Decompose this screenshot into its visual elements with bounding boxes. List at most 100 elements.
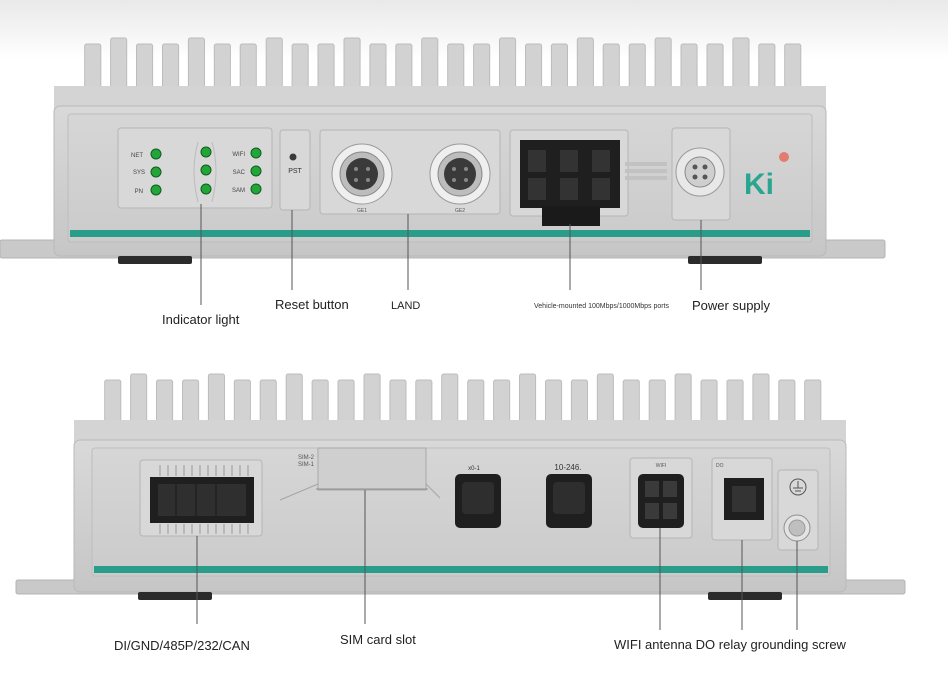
bottom-fin	[596, 373, 614, 427]
lan-port-ge2[interactable]	[429, 143, 491, 205]
indicator-panel	[117, 127, 273, 209]
led-wifi	[250, 147, 262, 159]
top-fin	[239, 43, 257, 93]
vehicle-ethernet-connector[interactable]	[520, 140, 620, 226]
bottom-fin	[726, 379, 744, 427]
bottom-fin	[311, 379, 329, 427]
led-center-1	[200, 146, 212, 158]
lan-label-ge1: GE1	[357, 208, 367, 214]
top-fin	[732, 37, 750, 93]
led-label-sac: SAC	[233, 170, 246, 176]
top-foot-left	[118, 256, 192, 264]
bottom-fin	[156, 379, 174, 427]
led-label-sam: SAM	[232, 188, 245, 194]
wifi-label: WIFI	[656, 463, 667, 469]
bottom-fin	[622, 379, 640, 427]
top-foot-right	[688, 256, 762, 264]
bottom-fin	[415, 379, 433, 427]
bottom-fin	[493, 379, 511, 427]
bottom-fin	[337, 379, 355, 427]
di-terminal-connector[interactable]	[150, 477, 254, 523]
top-fin	[136, 43, 154, 93]
callout-land: LAND	[391, 300, 421, 312]
top-fin	[628, 43, 646, 93]
callout-di-gnd: DI/GND/485P/232/CAN	[114, 638, 250, 653]
bottom-fin	[441, 373, 459, 427]
top-fin	[213, 43, 231, 93]
bottom-fin	[804, 379, 822, 427]
lan-label-ge2: GE2	[455, 208, 465, 214]
top-unit: NET SYS PN WIFI SAC SAM PST	[0, 37, 886, 264]
bottom-unit: SIM-2 SIM-1 x0-1 10-246. WIFI DO	[15, 373, 906, 600]
top-fin	[706, 43, 724, 93]
led-sys	[150, 166, 162, 178]
reset-panel	[279, 129, 311, 211]
reset-label: PST	[288, 168, 302, 175]
bottom-foot-right	[708, 592, 782, 600]
reset-button[interactable]	[289, 153, 297, 161]
bottom-fin	[570, 379, 589, 427]
sim-label-1: SIM-1	[298, 462, 315, 468]
top-heat-fins	[84, 37, 802, 93]
svg-text:Ki: Ki	[744, 168, 774, 201]
top-fin	[369, 43, 387, 93]
led-sac	[250, 165, 262, 177]
grounding-screw[interactable]	[783, 514, 811, 542]
bottom-fin	[674, 373, 692, 427]
power-connector[interactable]	[675, 147, 725, 197]
leader-lines	[196, 204, 798, 630]
wifi-antenna-connector[interactable]	[638, 474, 684, 528]
bottom-fin	[700, 379, 718, 427]
top-fin	[680, 43, 698, 93]
callout-power-supply: Power supply	[692, 298, 771, 313]
top-fin	[447, 43, 465, 93]
top-fin	[187, 37, 205, 93]
brand-logo: Ki	[744, 152, 789, 201]
callout-wifi-do-ground: WIFI antenna DO relay grounding screw	[614, 637, 846, 652]
top-fin	[317, 43, 335, 93]
led-label-pn: PN	[135, 189, 143, 195]
led-label-sys: SYS	[133, 170, 145, 176]
led-center-2	[200, 164, 212, 176]
callout-sim-slot: SIM card slot	[340, 632, 416, 647]
bottom-fin	[545, 379, 563, 427]
top-fin	[525, 43, 543, 93]
top-fin	[654, 37, 672, 93]
led-label-wifi: WIFI	[232, 152, 245, 158]
bottom-fin	[363, 373, 381, 427]
top-fin	[576, 37, 594, 93]
bottom-fin	[752, 373, 770, 427]
lan-port-ge1[interactable]	[331, 143, 393, 205]
top-fin	[84, 43, 102, 93]
led-center-3	[200, 183, 212, 195]
antenna-label-2: 10-246.	[554, 463, 581, 472]
bottom-fin	[233, 379, 251, 427]
top-fin	[602, 43, 620, 93]
vehicle-port-pin-legend	[625, 162, 667, 180]
antenna-label-1: x0-1	[468, 466, 480, 472]
top-fin	[291, 43, 309, 93]
top-fin	[395, 43, 413, 93]
top-fin	[550, 43, 569, 93]
bottom-heat-fins	[104, 373, 822, 427]
top-fin	[162, 43, 180, 93]
top-fin	[421, 37, 439, 93]
di-pin-legend	[159, 465, 249, 534]
bottom-accent-stripe	[94, 566, 828, 573]
sim-card-slot[interactable]	[279, 447, 441, 501]
bottom-fin	[104, 379, 122, 427]
top-accent-stripe	[70, 230, 810, 237]
top-fin	[343, 37, 361, 93]
top-fin	[110, 37, 128, 93]
antenna-connector-2[interactable]	[546, 474, 592, 528]
bottom-fin	[648, 379, 666, 427]
callout-indicator-light: Indicator light	[162, 312, 240, 327]
bottom-fin	[285, 373, 303, 427]
top-fin	[758, 43, 776, 93]
callout-vehicle-ports: Vehicle-mounted 100Mbps/1000Mbps ports	[534, 303, 670, 310]
do-relay-connector[interactable]	[724, 478, 764, 520]
led-sam	[250, 183, 262, 195]
antenna-connector-1[interactable]	[455, 474, 501, 528]
top-fin	[499, 37, 517, 93]
